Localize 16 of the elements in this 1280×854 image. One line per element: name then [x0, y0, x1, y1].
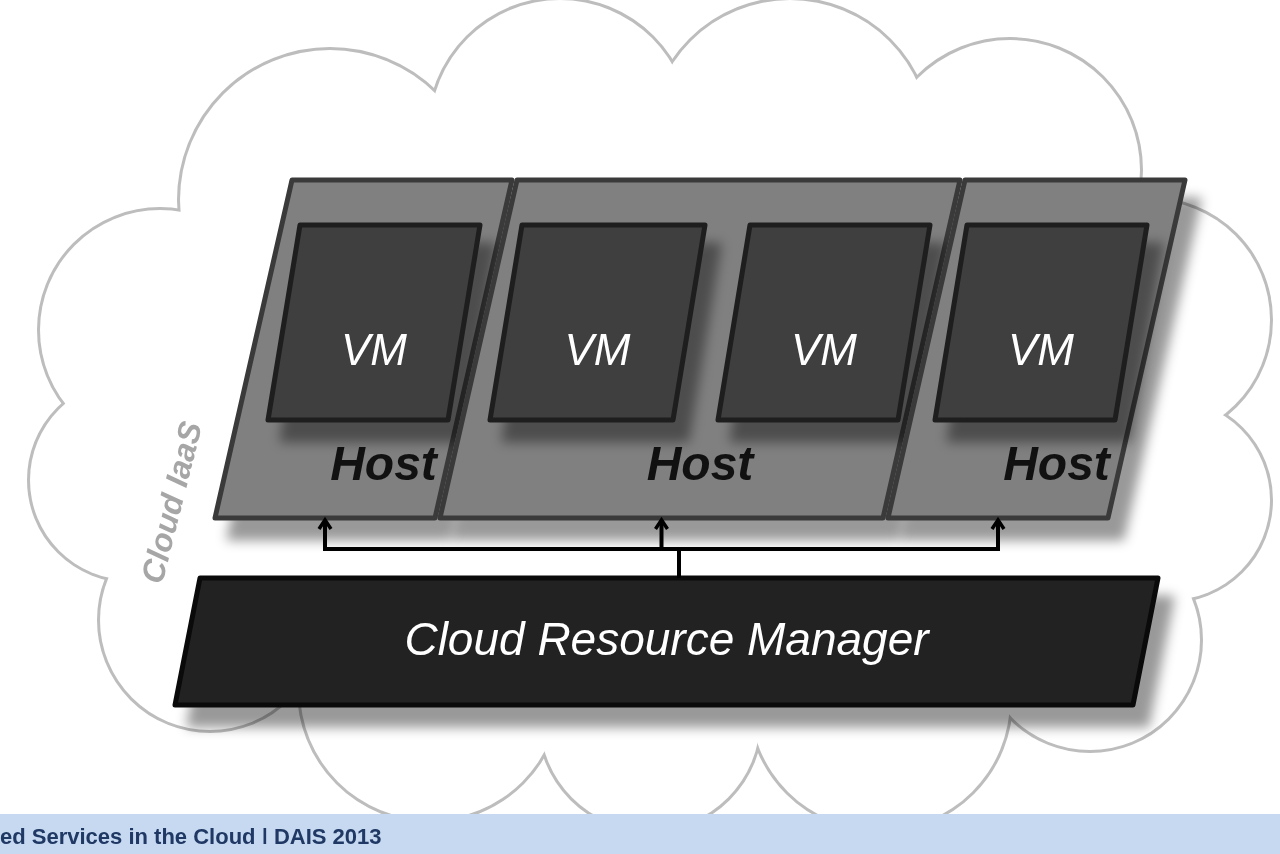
vm-label: VM	[564, 328, 631, 372]
arrow	[677, 518, 1006, 578]
host-label: Host	[330, 440, 437, 488]
host-box	[888, 180, 1185, 518]
vm-box	[935, 225, 1147, 420]
host-box	[440, 180, 960, 518]
cloud-label: Cloud IaaS	[135, 416, 209, 587]
vm-label: VM	[791, 328, 857, 372]
vm-box	[490, 225, 705, 420]
host-label: Host	[646, 440, 754, 488]
vm-box	[268, 225, 480, 420]
vm-box	[718, 225, 930, 420]
vm-label: VM	[341, 328, 407, 372]
vm-label: VM	[1008, 328, 1074, 372]
footer-text: ed Services in the Cloud ǀ DAIS 2013	[0, 826, 382, 848]
host-label: Host	[1003, 440, 1110, 488]
